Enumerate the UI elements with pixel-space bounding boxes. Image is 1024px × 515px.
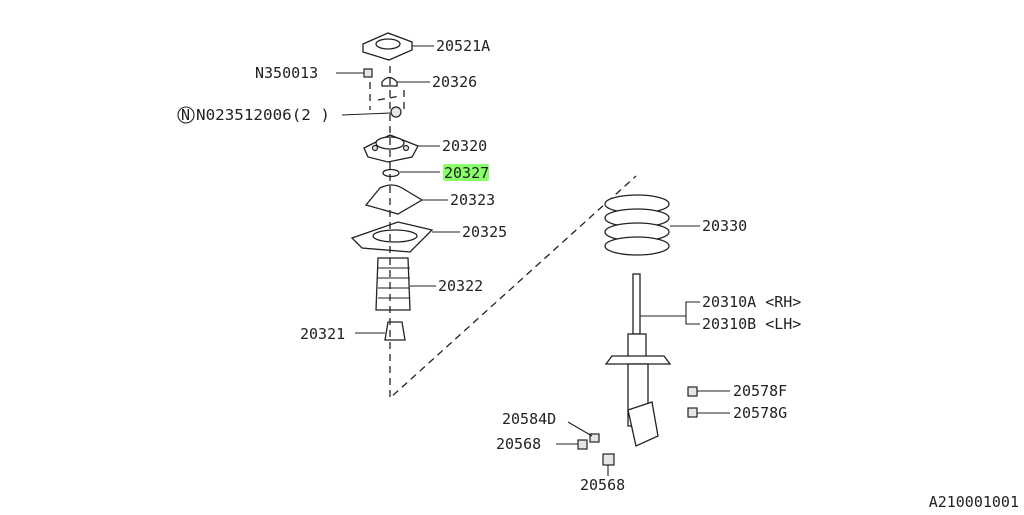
callout-20321[interactable]: 20321: [300, 325, 345, 343]
boot-20322: [375, 257, 436, 311]
washer-20327: [382, 168, 440, 178]
callout-20310B[interactable]: 20310B <LH>: [702, 315, 801, 333]
callout-20568-bottom[interactable]: 20568: [580, 476, 625, 494]
callout-20330[interactable]: 20330: [702, 217, 747, 235]
nut-N350013: [336, 68, 373, 78]
assembly-guide: [389, 66, 637, 400]
callout-20320[interactable]: 20320: [442, 137, 487, 155]
cap-20326: [369, 76, 430, 110]
callout-20323[interactable]: 20323: [450, 191, 495, 209]
callout-20578G[interactable]: 20578G: [733, 404, 787, 422]
callout-N350013[interactable]: N350013: [255, 64, 318, 82]
bolt-N023512006: [341, 95, 402, 118]
callout-20322[interactable]: 20322: [438, 277, 483, 295]
bolt-20578G: [687, 407, 730, 418]
nut-20568-left: [556, 439, 588, 450]
figure-code: A210001001: [929, 493, 1019, 511]
highlight-20327: [443, 164, 489, 181]
nut-20568-bottom: [602, 453, 615, 476]
callout-20568-left[interactable]: 20568: [496, 435, 541, 453]
callout-20326[interactable]: 20326: [432, 73, 477, 91]
seat-20323: [364, 184, 448, 215]
bumpstop-20321: [355, 321, 406, 341]
callout-20578F[interactable]: 20578F: [733, 382, 787, 400]
cap-20521A: [362, 32, 434, 61]
callout-20584D[interactable]: 20584D: [502, 410, 556, 428]
svg-text:N: N: [181, 106, 190, 124]
callout-20327[interactable]: 20327: [444, 164, 489, 182]
bolt-20578F: [687, 386, 730, 397]
nut-20584D: [567, 421, 600, 443]
seat-20325: [350, 221, 460, 253]
mount-20320: [363, 134, 440, 163]
callout-N023512006[interactable]: N023512006(2 ): [196, 106, 330, 124]
spring-20330: [604, 194, 700, 256]
callout-20521A[interactable]: 20521A: [436, 37, 490, 55]
callout-20310A[interactable]: 20310A <RH>: [702, 293, 801, 311]
callout-20325[interactable]: 20325: [462, 223, 507, 241]
circled-n-icon: N: [177, 106, 195, 124]
strut-20310: [604, 273, 700, 447]
